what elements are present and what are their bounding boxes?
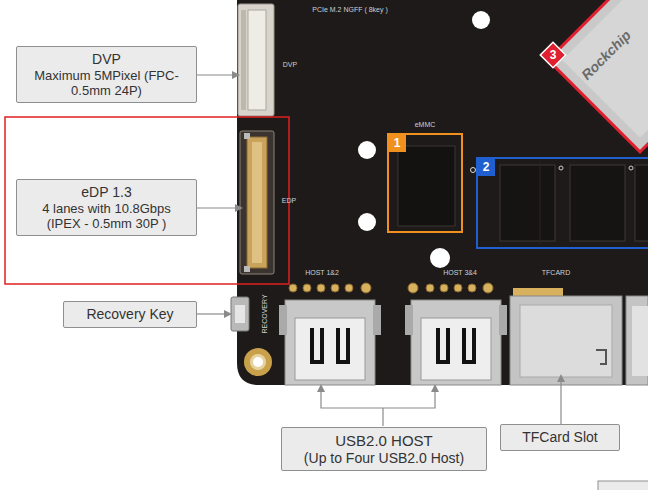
silkscreen-label: PCIe M.2 NGFF ( 8key ) [312,6,387,13]
box-body: 4 lanes with 10.8Gbps (IPEX - 0.5mm 30P … [24,201,189,232]
silkscreen-label: EDP [282,197,296,204]
callout-number: 2 [483,161,490,173]
box-text: TFCard Slot [508,429,612,446]
callout-box: Recovery Key [63,301,197,328]
silkscreen-label: HOST 3&4 [443,269,477,276]
silkscreen-label: HOST 1&2 [305,269,339,276]
box-heading: DVP [24,51,189,68]
box-body: (Up to Four USB2.0 Host) [289,450,479,467]
box-body: Maximum 5MPixel (FPC-0.5mm 24P) [24,68,189,99]
box-heading: USB2.0 HOST [289,432,479,450]
callout-box: eDP 1.34 lanes with 10.8Gbps (IPEX - 0.5… [16,179,197,236]
box-text: Recovery Key [71,306,189,323]
callout-box: TFCard Slot [500,424,620,451]
silkscreen-label: DVP [283,61,297,68]
silkscreen-label: RECOVERY [261,294,268,333]
callout-number: 1 [394,137,401,149]
callout-number: 3 [550,49,557,61]
callout-box: DVPMaximum 5MPixel (FPC-0.5mm 24P) [16,46,197,103]
silkscreen-label: TFCARD [542,269,570,276]
box-heading: eDP 1.3 [24,184,189,201]
callout-box: USB2.0 HOST(Up to Four USB2.0 Host) [281,427,487,471]
silkscreen-label: eMMC [415,121,436,128]
